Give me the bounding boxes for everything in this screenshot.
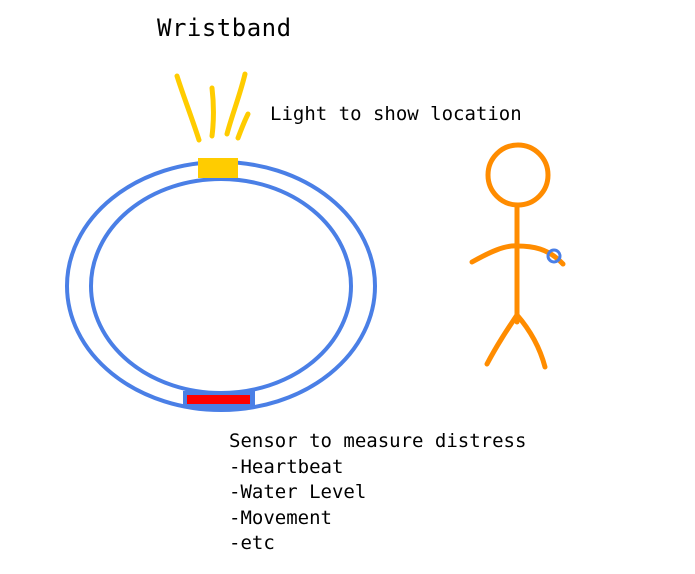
light-ray-1	[174, 73, 202, 143]
light-ray-3	[224, 71, 248, 137]
sensor-item-etc: -etc	[229, 532, 275, 554]
light-ray-4	[235, 111, 251, 141]
light-ray-2	[209, 85, 216, 139]
wristband-outer-ring	[65, 160, 377, 412]
stick-figure-head	[485, 142, 551, 208]
stick-figure-right-leg	[514, 312, 548, 370]
sensor-item-heartbeat: -Heartbeat	[229, 455, 344, 478]
sensor-item-water-level: -Water Level	[229, 481, 367, 503]
sensor-description: Sensor to measure distress -Heartbeat -W…	[229, 429, 526, 557]
stick-figure-wristband	[546, 248, 562, 264]
diagram-title: Wristband	[157, 14, 292, 42]
wristband	[65, 160, 377, 412]
sensor-item-movement: -Movement	[229, 506, 332, 529]
sensor-heading: Sensor to measure distress	[229, 430, 527, 452]
light-module	[198, 158, 238, 178]
stick-figure-left-leg	[484, 312, 520, 367]
light-label: Light to show location	[270, 103, 522, 125]
light-rays	[174, 71, 251, 143]
sensor-module	[187, 395, 250, 404]
wristband-inner-ring	[89, 177, 353, 395]
